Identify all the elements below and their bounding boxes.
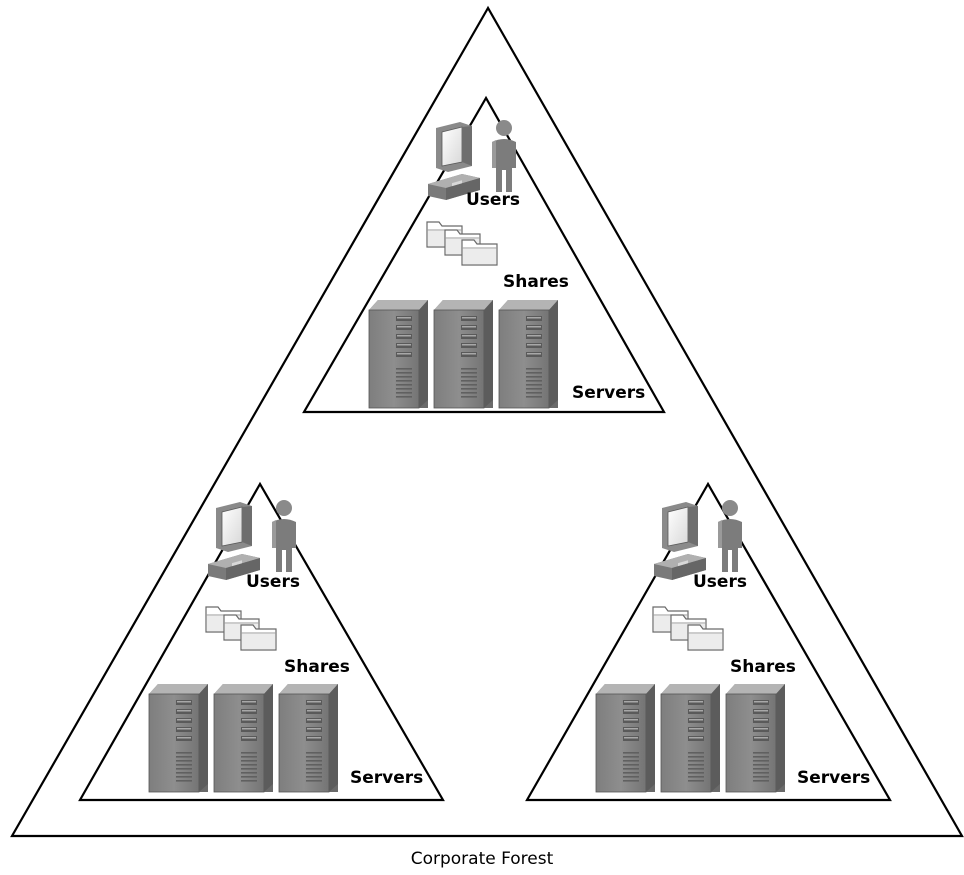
servers-icon — [595, 683, 786, 793]
users-label: Users — [466, 190, 520, 210]
servers-icon — [148, 683, 339, 793]
servers-icon — [368, 299, 559, 409]
domain-left: Users Shares Servers — [148, 499, 423, 793]
servers-label: Servers — [572, 383, 645, 403]
forest-caption: Corporate Forest — [411, 849, 554, 869]
shares-label: Shares — [730, 657, 796, 677]
servers-label: Servers — [797, 768, 870, 788]
shares-label: Shares — [284, 657, 350, 677]
users-label: Users — [246, 572, 300, 592]
domain-right: Users Shares Servers — [595, 499, 870, 793]
domain-top: Users Shares Servers — [368, 119, 645, 409]
shares-label: Shares — [503, 272, 569, 292]
users-label: Users — [693, 572, 747, 592]
servers-label: Servers — [350, 768, 423, 788]
